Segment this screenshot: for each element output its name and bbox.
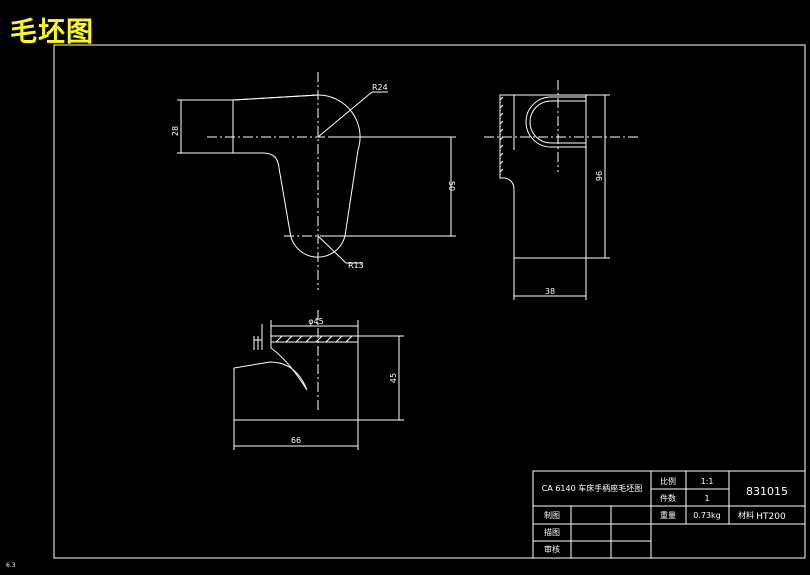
dim-28: 28 (171, 126, 180, 136)
front-view (177, 72, 456, 290)
material-label: 材料 (738, 510, 754, 520)
weight-label: 重量 (660, 510, 676, 520)
dim-r24: R24 (372, 83, 388, 92)
page-title: 毛坯图 (10, 17, 94, 48)
dim-96: 96 (595, 171, 604, 181)
dim-66: 66 (291, 436, 301, 445)
scale-value: 1:1 (701, 477, 714, 486)
part-name: CA 6140 车床手柄座毛坯图 (542, 483, 643, 493)
dim-38: 38 (545, 287, 555, 296)
material-value: HT200 (756, 512, 786, 522)
bottom-view (233, 310, 404, 450)
drawing-border (53, 44, 806, 559)
drawn-label: 制图 (544, 510, 560, 520)
designed-label: 描图 (544, 527, 560, 537)
corner-mark: 6.3 (6, 562, 16, 569)
title-block (532, 470, 806, 559)
dim-45: 45 (389, 373, 398, 383)
qty-label: 件数 (660, 493, 676, 503)
scale-label: 比例 (660, 476, 676, 486)
checked-label: 审核 (544, 544, 560, 554)
dim-r13: R13 (348, 261, 364, 270)
side-view (484, 80, 640, 300)
dim-phi45: φ45 (308, 317, 323, 326)
dim-50: 50 (447, 181, 456, 191)
qty-value: 1 (704, 494, 709, 503)
drawing-number: 831015 (746, 485, 788, 498)
weight-value: 0.73kg (693, 511, 721, 520)
